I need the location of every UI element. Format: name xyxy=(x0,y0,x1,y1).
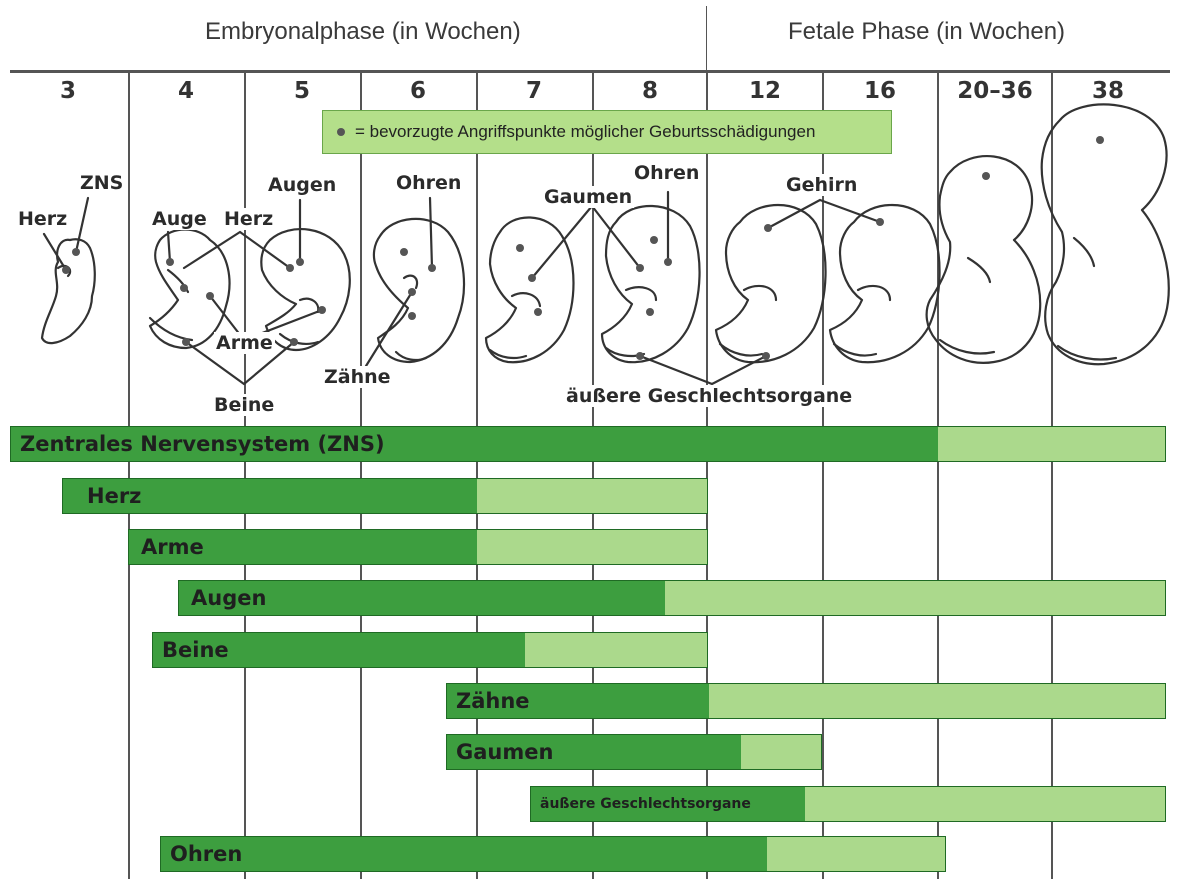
bar-geschlechtsorgane: äußere Geschlechtsorgane xyxy=(530,786,1166,822)
bar-less-sensitive-segment xyxy=(741,735,821,769)
label-ohren-6: Ohren xyxy=(394,172,463,194)
bar-less-sensitive-segment xyxy=(477,530,707,564)
bar-label: Zentrales Nervensystem (ZNS) xyxy=(20,432,385,456)
bar-label: Gaumen xyxy=(456,740,553,764)
embryo-week-8-drawing xyxy=(602,206,700,362)
bar-label: Beine xyxy=(162,638,229,662)
label-herz: Herz xyxy=(16,208,69,230)
label-zaehne: Zähne xyxy=(322,366,393,388)
label-ohren-8: Ohren xyxy=(632,162,701,184)
bar-augen: Augen xyxy=(178,580,1166,616)
label-auge: Auge xyxy=(150,208,209,230)
leader-line-ohren-6 xyxy=(430,198,432,268)
label-gehirn: Gehirn xyxy=(784,174,859,196)
bar-zaehne: Zähne xyxy=(446,683,1166,719)
bar-gaumen: Gaumen xyxy=(446,734,822,770)
label-gaumen: Gaumen xyxy=(542,186,634,208)
bar-label: Herz xyxy=(87,484,141,508)
fetus-week-38-drawing xyxy=(1042,104,1169,364)
bar-zns: Zentrales Nervensystem (ZNS) xyxy=(10,426,1166,462)
bar-critical-segment xyxy=(161,837,767,871)
leader-line-gaumen xyxy=(532,206,640,278)
bar-label: Augen xyxy=(191,586,266,610)
bar-less-sensitive-segment xyxy=(665,581,1165,615)
bar-label: Ohren xyxy=(170,842,242,866)
bar-less-sensitive-segment xyxy=(525,633,707,667)
bar-less-sensitive-segment xyxy=(767,837,945,871)
embryo-week-3-drawing xyxy=(42,239,95,343)
label-geschlechtsorgane: äußere Geschlechtsorgane xyxy=(564,385,854,407)
fetus-week-20-36-drawing xyxy=(927,156,1041,363)
leader-line-herz xyxy=(44,234,66,270)
label-arme: Arme xyxy=(214,332,275,354)
bar-herz: Herz xyxy=(62,478,708,514)
bar-less-sensitive-segment xyxy=(805,787,1165,821)
bar-less-sensitive-segment xyxy=(938,427,1165,461)
label-zns: ZNS xyxy=(78,172,125,194)
fetus-week-16-drawing xyxy=(830,205,940,362)
bar-label: Arme xyxy=(141,535,204,559)
bar-arme: Arme xyxy=(128,529,708,565)
bar-beine: Beine xyxy=(152,632,708,668)
bar-label: Zähne xyxy=(456,689,530,713)
label-beine: Beine xyxy=(212,394,276,416)
embryo-week-7-drawing xyxy=(486,217,574,362)
leader-line-geschlechtsorgane xyxy=(640,356,766,384)
bar-less-sensitive-segment xyxy=(709,684,1165,718)
bar-label: äußere Geschlechtsorgane xyxy=(540,796,751,812)
bar-less-sensitive-segment xyxy=(477,479,707,513)
leader-line-auge xyxy=(168,232,170,262)
bar-ohren: Ohren xyxy=(160,836,946,872)
embryo-week-6-drawing xyxy=(374,219,464,362)
label-augen: Augen xyxy=(266,174,338,196)
label-herz-4: Herz xyxy=(222,208,275,230)
